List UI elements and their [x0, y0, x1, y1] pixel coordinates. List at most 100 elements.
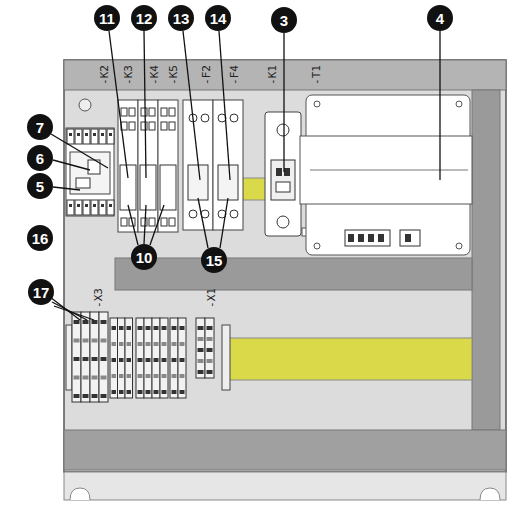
led — [276, 168, 282, 176]
terminal-clamp — [138, 390, 143, 394]
terminal-clamp — [162, 374, 167, 378]
flange-notch — [70, 488, 90, 500]
transformer-t1 — [300, 95, 472, 255]
base-flange — [64, 472, 506, 500]
relay-body — [265, 112, 301, 236]
mount-hole — [456, 243, 462, 249]
terminal-row — [67, 129, 114, 215]
terminal — [99, 129, 106, 144]
terminal-screw — [129, 122, 135, 130]
terminal-clamp — [112, 358, 117, 362]
terminal-clamp — [198, 370, 204, 374]
terminal-block — [90, 312, 99, 402]
device-designation: -K4 — [149, 65, 160, 85]
terminal — [67, 200, 74, 215]
mount-hole — [314, 243, 320, 249]
terminal — [83, 200, 90, 215]
flange-notch — [480, 488, 500, 500]
terminal-clamp — [83, 357, 89, 361]
callout-number: 14 — [205, 5, 231, 31]
callout-number: 7 — [27, 114, 53, 140]
terminal-clamp — [198, 359, 204, 363]
terminal-screw — [149, 122, 155, 130]
contactor-front — [140, 165, 156, 210]
leader-line — [150, 205, 164, 245]
callout-number: 12 — [131, 5, 157, 31]
terminal-screw — [109, 204, 112, 207]
end-clamp — [66, 325, 72, 390]
terminal — [91, 129, 98, 144]
terminal — [91, 200, 98, 215]
terminal-clamp — [180, 374, 185, 378]
terminal — [67, 129, 74, 144]
terminal-screw — [405, 234, 411, 242]
terminal-clamp — [162, 390, 167, 394]
terminal-clamp — [92, 376, 98, 380]
terminal-clamp — [154, 358, 159, 362]
terminal-screw — [77, 204, 80, 207]
screw — [230, 210, 238, 218]
terminal-clamp — [92, 394, 98, 398]
terminal-block — [99, 312, 108, 402]
terminal-clamp — [154, 326, 159, 330]
leader-line — [219, 31, 230, 180]
callout-number: 5 — [27, 173, 53, 199]
terminal-clamp — [154, 390, 159, 394]
terminal-clamp — [162, 326, 167, 330]
relay-body — [66, 128, 114, 216]
terminal-screw — [149, 218, 155, 226]
terminal-screw — [169, 108, 175, 116]
terminal-clamp — [101, 394, 107, 398]
terminal-screw — [109, 133, 112, 136]
terminal-screw — [169, 122, 175, 130]
terminal-screw — [101, 133, 104, 136]
terminal-screw — [129, 108, 135, 116]
contactor-k4 — [138, 100, 158, 232]
right-cable-duct — [472, 90, 500, 430]
terminal-clamp — [207, 359, 213, 363]
device-designation: -K1 — [267, 65, 278, 85]
terminal-clamp — [74, 320, 80, 324]
terminal-block — [170, 318, 178, 398]
leader-lines — [50, 31, 440, 320]
leader-line — [53, 160, 90, 170]
terminal — [75, 129, 82, 144]
terminal-clamp — [162, 358, 167, 362]
device-designation: -K3 — [123, 65, 134, 85]
leader-line — [109, 31, 128, 178]
terminal-clamp — [172, 374, 177, 378]
terminal-clamp — [172, 342, 177, 346]
terminal-clamp — [180, 358, 185, 362]
terminal-clamp — [92, 320, 98, 324]
terminal-clamp — [74, 357, 80, 361]
terminal-clamp — [127, 358, 132, 362]
terminal-screw — [141, 122, 147, 130]
breaker-front — [188, 165, 208, 200]
terminal-block — [125, 318, 133, 398]
screw — [277, 216, 289, 228]
leader-line — [128, 205, 138, 245]
terminal-screw — [69, 133, 72, 136]
terminal-screw — [85, 204, 88, 207]
terminal-screw — [368, 234, 374, 242]
terminal-block — [160, 318, 168, 398]
terminal-clamp — [83, 339, 89, 343]
terminal-clamp — [180, 326, 185, 330]
terminal — [83, 129, 90, 144]
breaker-front — [218, 165, 238, 200]
terminal-blocks — [72, 312, 214, 402]
terminal-block — [196, 318, 205, 378]
terminal-clamp — [112, 326, 117, 330]
mount-hole — [456, 101, 462, 107]
screw — [189, 210, 197, 218]
terminal-clamp — [74, 394, 80, 398]
terminal-clamp — [207, 326, 213, 330]
switch — [276, 182, 290, 192]
core-seam — [310, 170, 468, 171]
transformer-terminal — [345, 230, 390, 246]
terminal-clamp — [92, 357, 98, 361]
transformer-core — [300, 136, 472, 204]
terminal-screw — [101, 204, 104, 207]
